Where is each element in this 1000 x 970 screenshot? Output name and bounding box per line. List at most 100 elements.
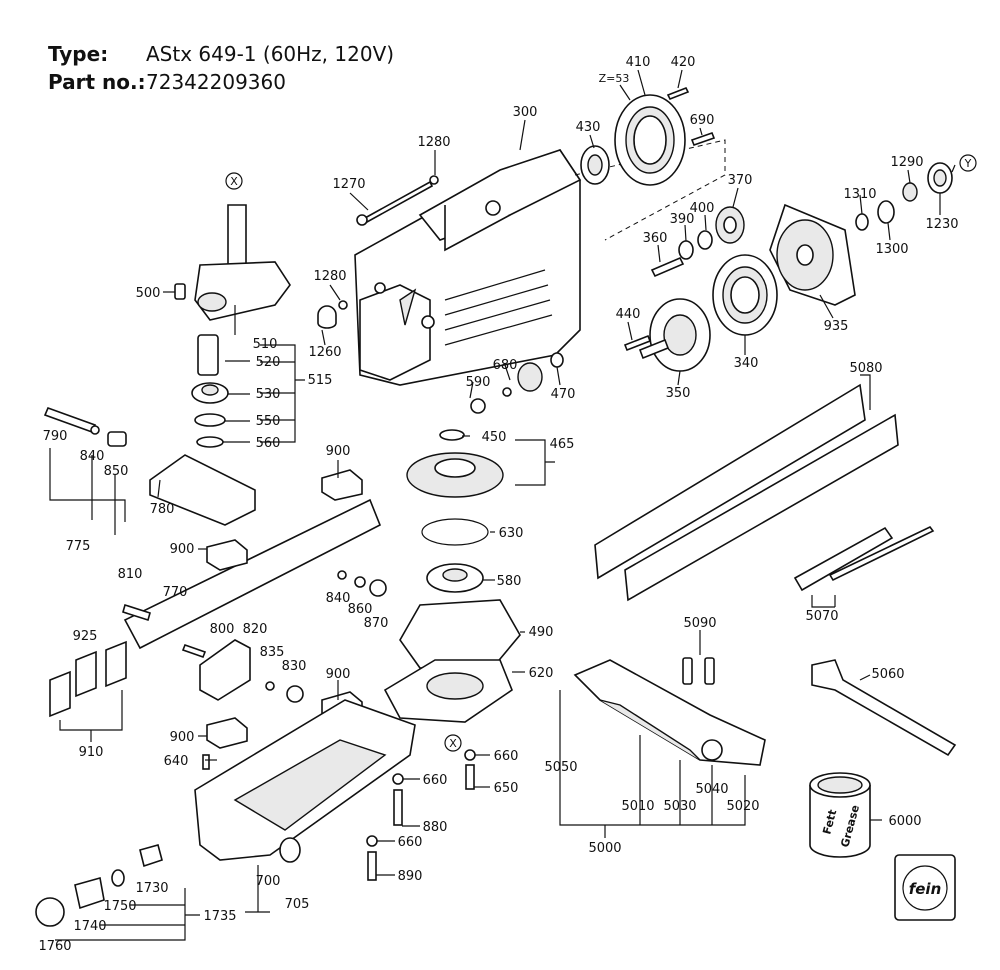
set-screw-810	[122, 603, 151, 622]
bracket-5000	[559, 690, 746, 838]
label-590: 590	[466, 375, 491, 390]
label-490: 490	[529, 625, 554, 640]
handle-5000	[573, 659, 766, 766]
washer-860	[354, 576, 366, 588]
gear-370	[715, 206, 745, 244]
label-620: 620	[529, 666, 554, 681]
label-1280-a: 1280	[417, 135, 450, 150]
bracket-515	[260, 344, 305, 443]
label-430: 430	[576, 120, 601, 135]
spring-1750	[111, 869, 125, 887]
motor-housing-300	[354, 148, 582, 386]
washer-1310	[855, 213, 869, 231]
label-520: 520	[256, 355, 281, 370]
screw-1270	[356, 180, 434, 226]
base-plate-700	[194, 699, 416, 863]
label-890: 890	[398, 869, 423, 884]
ref-circle-x-bottom	[444, 734, 462, 752]
label-470: 470	[551, 387, 576, 402]
label-870: 870	[364, 616, 389, 631]
bevel-gear-465	[406, 452, 504, 498]
type-row: Type: AStx 649-1 (60Hz, 120V)	[48, 42, 394, 66]
ref-circle-y	[959, 154, 977, 172]
type-label: Type:	[48, 42, 109, 66]
label-390: 390	[670, 212, 695, 227]
screw-1730	[139, 844, 163, 868]
screw-880	[393, 789, 403, 826]
label-x-bottom: X	[449, 737, 457, 750]
label-790: 790	[43, 429, 68, 444]
label-630: 630	[499, 526, 524, 541]
washer-470	[550, 352, 564, 368]
bracket-5080	[860, 374, 871, 410]
label-650: 650	[494, 781, 519, 796]
label-510: 510	[253, 337, 278, 352]
bearing-1230	[927, 162, 953, 194]
label-680: 680	[493, 358, 518, 373]
label-5030: 5030	[663, 799, 696, 814]
saw-blades-5080	[594, 383, 899, 602]
wrench-5060	[811, 659, 957, 757]
crankshaft-510	[194, 204, 291, 321]
label-z53: Z=53	[599, 72, 630, 85]
gear-cover-935	[769, 203, 856, 306]
label-705: 705	[285, 897, 310, 912]
label-410: 410	[626, 55, 651, 70]
label-900-a: 900	[326, 444, 351, 459]
ref-circle-x-top	[225, 172, 243, 190]
guide-blocks-925	[49, 640, 127, 718]
label-420: 420	[671, 55, 696, 70]
bracket-5070	[811, 595, 836, 608]
label-1260: 1260	[308, 345, 341, 360]
screw-890	[367, 851, 377, 881]
fein-logo	[894, 854, 956, 921]
washer-660-c	[366, 835, 378, 847]
label-6000: 6000	[888, 814, 921, 829]
screw-650	[465, 764, 475, 790]
label-550: 550	[256, 414, 281, 429]
label-1230: 1230	[925, 217, 958, 232]
washer-840	[90, 425, 100, 435]
label-800: 800	[210, 622, 235, 637]
label-340: 340	[734, 356, 759, 371]
bracket-775	[49, 448, 126, 535]
nut-590	[470, 398, 486, 414]
washer-660	[464, 749, 476, 761]
label-640: 640	[164, 754, 189, 769]
label-515: 515	[308, 373, 333, 388]
label-350: 350	[666, 386, 691, 401]
label-860: 860	[348, 602, 373, 617]
nut-830	[286, 685, 304, 703]
label-780: 780	[150, 502, 175, 517]
pinion-680	[517, 362, 543, 392]
label-5020: 5020	[726, 799, 759, 814]
flange-620	[383, 659, 513, 723]
label-5010: 5010	[621, 799, 654, 814]
pin-690	[690, 131, 716, 147]
label-1270: 1270	[332, 177, 365, 192]
washer-1290	[902, 182, 918, 202]
label-925: 925	[73, 629, 98, 644]
part-number-label: Part no.:	[48, 70, 146, 94]
label-5000: 5000	[588, 841, 621, 856]
label-900-d: 900	[170, 730, 195, 745]
label-5070: 5070	[805, 609, 838, 624]
pad-900-d	[206, 717, 248, 749]
label-810: 810	[118, 567, 143, 582]
label-850: 850	[104, 464, 129, 479]
label-465: 465	[550, 437, 575, 452]
label-370: 370	[728, 173, 753, 188]
bearing-340	[712, 254, 778, 336]
pin-360	[650, 256, 685, 278]
screws-5090	[682, 657, 715, 685]
label-830: 830	[282, 659, 307, 674]
label-660-b: 660	[423, 773, 448, 788]
label-660-c: 660	[398, 835, 423, 850]
type-value: AStx 649-1 (60Hz, 120V)	[146, 42, 395, 66]
label-900-b: 900	[170, 542, 195, 557]
label-840-b: 840	[326, 591, 351, 606]
callout-leaders	[157, 69, 956, 876]
screw-420	[666, 86, 690, 101]
circlip-630	[421, 518, 489, 546]
